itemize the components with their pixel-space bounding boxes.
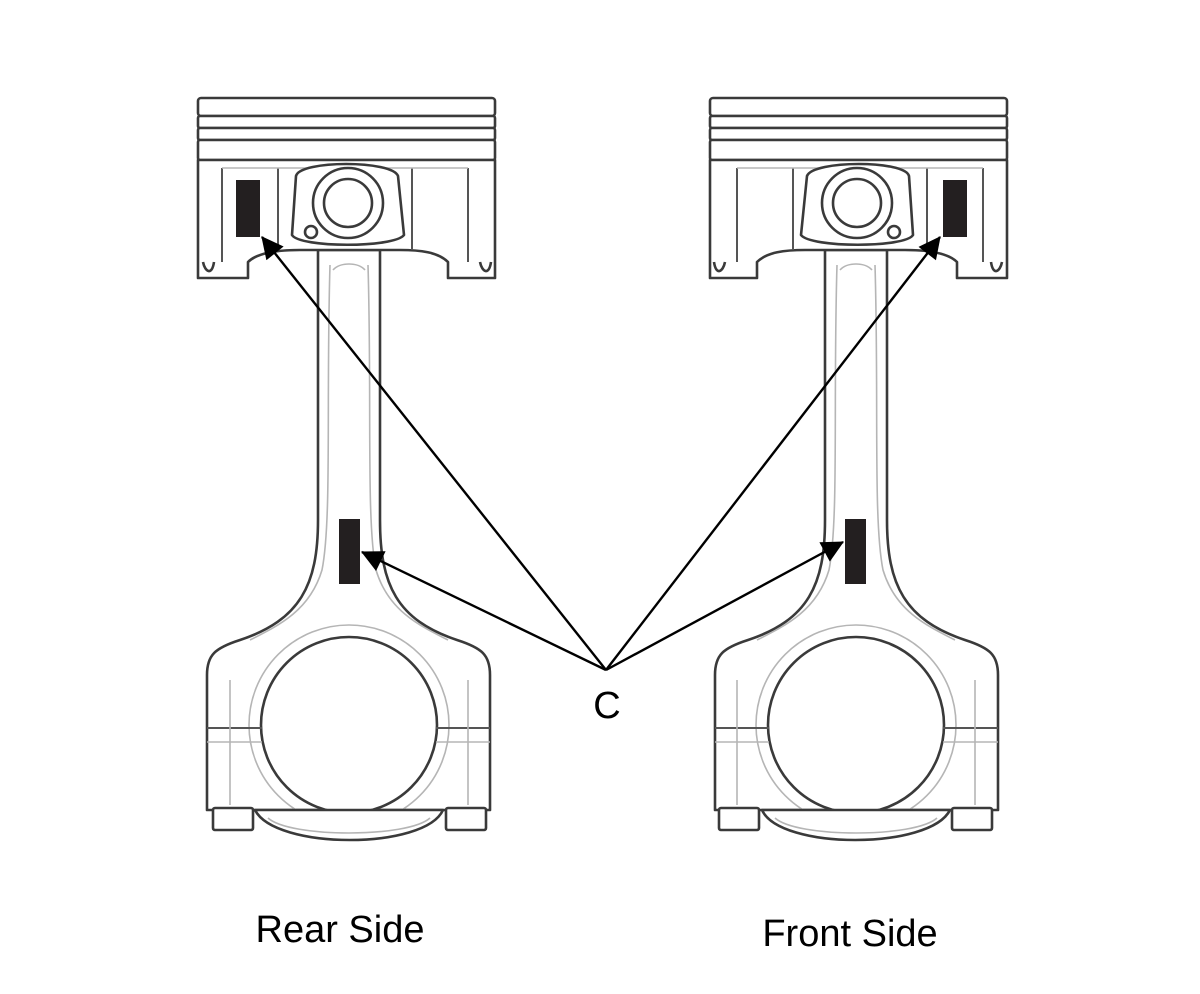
rear-rod-mark [339,519,360,584]
callout-label-c: C [593,685,620,727]
rear-piston-mark [236,180,260,237]
rear-side-label: Rear Side [256,909,425,951]
rear-side-assembly [196,96,497,842]
arrow-front-rod [605,540,844,672]
front-side-assembly [708,96,1009,842]
front-side-label: Front Side [762,913,937,955]
arrow-rear-rod [361,550,607,672]
callout-arrows [261,236,941,672]
front-piston-mark [943,180,967,237]
arrow-rear-piston [261,236,607,671]
arrow-front-piston [605,236,941,671]
front-rod-mark [845,519,866,584]
